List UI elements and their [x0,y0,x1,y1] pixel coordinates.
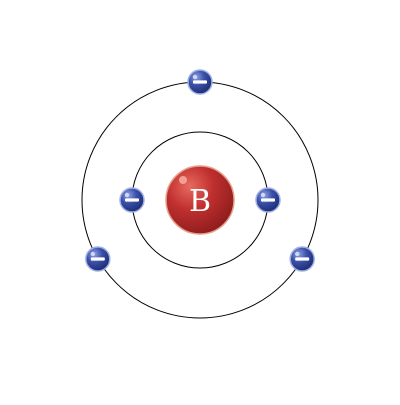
minus-sign-icon [295,257,310,261]
electron [187,69,213,95]
nucleus-highlight [179,176,187,184]
electron [255,187,281,213]
minus-sign-icon [261,198,275,202]
minus-sign-icon [125,198,139,202]
electron [119,187,145,213]
nucleus: B [165,165,235,235]
electrons [85,69,315,272]
electron [289,246,315,272]
element-symbol: B [189,184,211,219]
minus-sign-icon [193,80,207,84]
electron [85,246,111,272]
minus-sign-icon [90,257,105,261]
